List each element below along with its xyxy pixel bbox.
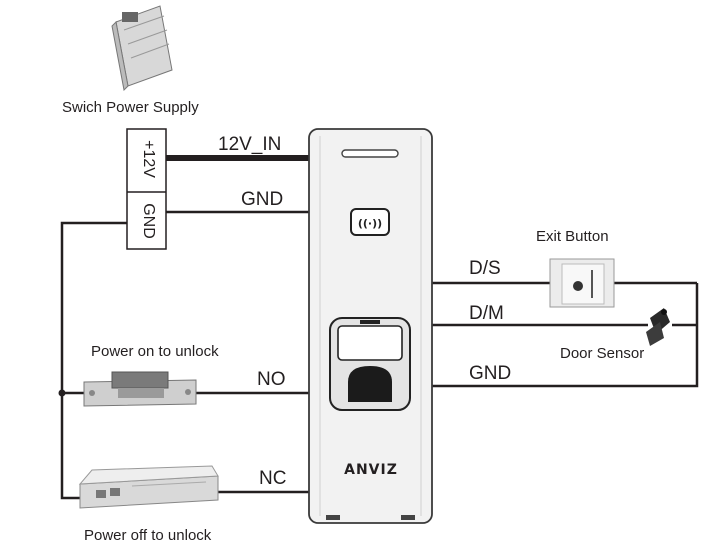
door-sensor-icon	[646, 308, 670, 346]
wire-ds-label: D/S	[469, 258, 501, 279]
power-supply-label: Swich Power Supply	[62, 99, 199, 116]
bolt-lock-icon	[78, 465, 219, 509]
svg-text:((·)): ((·))	[358, 217, 382, 230]
power-supply-icon	[111, 5, 173, 92]
device-brand-logo: ANVIZ	[344, 462, 398, 478]
power-on-unlock-label: Power on to unlock	[91, 343, 219, 360]
terminal-plus12v-label: +12V	[140, 140, 157, 178]
electric-strike-icon	[83, 371, 197, 407]
anviz-device: ((·))	[308, 128, 433, 524]
terminal-gnd-label: GND	[140, 203, 157, 239]
exit-button-label: Exit Button	[536, 228, 609, 245]
wire-dm-label: D/M	[469, 303, 504, 324]
wire-gnd-right	[432, 283, 699, 388]
terminal-block	[126, 128, 167, 250]
wire-gnd-loop	[60, 221, 127, 500]
wire-gnd-top-label: GND	[241, 189, 284, 210]
wire-gnd-right-label: GND	[469, 363, 512, 384]
wire-nc-label: NC	[259, 468, 287, 489]
exit-button-icon	[549, 258, 615, 308]
power-off-unlock-label: Power off to unlock	[84, 527, 212, 544]
wire-12v-in-label: 12V_IN	[218, 134, 282, 155]
door-sensor-label: Door Sensor	[560, 345, 645, 362]
wire-no-label: NO	[257, 369, 286, 390]
